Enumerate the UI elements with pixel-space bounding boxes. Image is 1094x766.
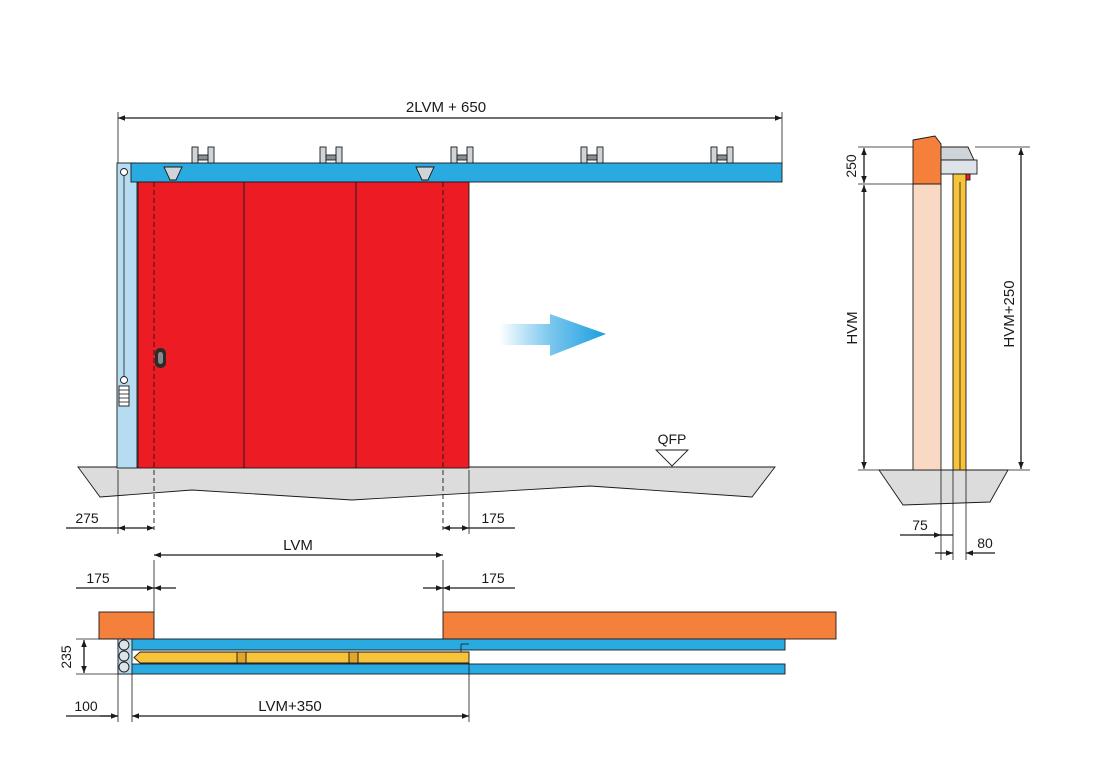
dimension-panel-label: 80 (977, 535, 993, 551)
dimension-overall-width: 2LVM + 650 (117, 99, 783, 165)
dimension-total-height-label: HVM+250 (1001, 280, 1018, 347)
floor-level-triangle-icon (654, 449, 690, 467)
dimension-right-offset: 175 (443, 510, 515, 531)
dimension-post-label: 100 (74, 698, 98, 714)
section-view: 250 HVM HVM+250 75 80 (843, 135, 1030, 560)
post-wheel-top (120, 168, 128, 176)
opening-direction-arrow-icon (499, 314, 606, 356)
rail-bracket (319, 146, 343, 164)
floor-ground (77, 466, 776, 501)
plan-rail-bottom (117, 663, 786, 675)
rail-stopper (415, 166, 435, 181)
plan-door-panels (133, 651, 470, 664)
wall-left (98, 611, 155, 640)
section-floor (878, 469, 1009, 506)
plan-rail-top (117, 638, 786, 651)
dimension-total-plan: LVM+350 (132, 698, 469, 719)
dimension-panel: 80 (935, 535, 995, 556)
dimension-depth-label: 235 (58, 645, 74, 669)
dimension-wall-gap: 75 (900, 517, 953, 538)
dimension-header-label: 250 (843, 154, 859, 178)
top-rail (130, 162, 783, 183)
dimension-overall-width-label: 2LVM + 650 (406, 99, 486, 116)
front-view: 2LVM + 650 (66, 99, 783, 558)
section-wall (912, 183, 942, 471)
door-panel-1 (137, 181, 245, 469)
dimension-left-offset: 275 (66, 510, 154, 531)
section-lintel (912, 135, 942, 185)
dimension-post: 100 (66, 698, 118, 719)
dimension-opening: LVM (154, 537, 443, 558)
rail-bracket (710, 146, 734, 164)
dimension-right-overlap-label: 175 (481, 570, 505, 586)
plan-view: 175 175 235 (58, 560, 837, 722)
dimension-height: HVM (844, 185, 867, 469)
dimension-left-offset-label: 275 (75, 510, 99, 526)
floor-level-label: QFP (658, 431, 687, 447)
door-panel-3 (355, 181, 470, 469)
dimension-depth: 235 (58, 638, 118, 675)
rail-bracket (580, 146, 604, 164)
dimension-right-overlap: 175 (423, 570, 515, 591)
section-door-panel (952, 173, 967, 471)
rail-bracket (191, 146, 215, 164)
dimension-height-label: HVM (844, 311, 861, 344)
left-frame-post (116, 162, 138, 469)
wall-right (442, 611, 837, 640)
rail-bracket (450, 146, 474, 164)
dimension-opening-label: LVM (283, 537, 313, 554)
dimension-wall-gap-label: 75 (912, 517, 928, 533)
dimension-left-overlap: 175 (76, 570, 176, 591)
post-wheel-bottom (120, 376, 128, 384)
dimension-right-offset-label: 175 (481, 510, 505, 526)
dimension-total-height: HVM+250 (1001, 148, 1024, 469)
post-grille (118, 385, 130, 407)
dimension-left-overlap-label: 175 (86, 570, 110, 586)
dimension-total-plan-label: LVM+350 (258, 698, 322, 715)
rail-stopper (163, 166, 183, 181)
dimension-header: 250 (843, 148, 867, 183)
section-rail-profile (940, 146, 975, 161)
door-panel-2 (243, 181, 357, 469)
